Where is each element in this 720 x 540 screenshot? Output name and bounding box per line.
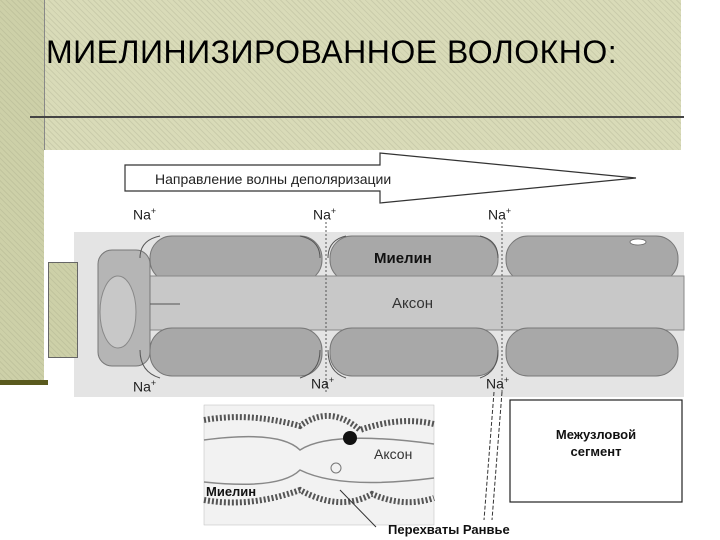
- ranvier-label: Перехваты Ранвье: [388, 522, 510, 537]
- axon-cross-section: [99, 275, 137, 349]
- micrograph-organelle: [330, 462, 342, 474]
- axon: [109, 275, 685, 331]
- myelin-sheath-bottom-2: [329, 327, 499, 377]
- sodium-ion-label-5: Na+: [311, 375, 335, 392]
- slide-left-band: [0, 0, 44, 385]
- internode-segment-box: [509, 399, 683, 503]
- sodium-ion-label-2: Na+: [313, 206, 337, 223]
- title-background: [44, 0, 681, 150]
- sodium-ion-label-1: Na+: [133, 206, 157, 223]
- myelin-detail: [629, 238, 647, 246]
- myelin-sheath-bottom-3: [505, 327, 679, 377]
- direction-label: Направление волны деполяризации: [155, 171, 391, 187]
- myelin-sheath-top-3: [505, 235, 679, 283]
- micrograph-myelin-bottom: [203, 486, 435, 506]
- micrograph-axon-edges: [203, 435, 435, 486]
- current-loop-4: [327, 349, 499, 379]
- current-loop-3: [139, 349, 321, 379]
- title-underline: [30, 116, 684, 118]
- depolarization-arrow: [124, 152, 637, 204]
- ranvier-pointer-left: [339, 489, 377, 528]
- sodium-ion-label-4: Na+: [133, 378, 157, 395]
- slide-title: МИЕЛИНИЗИРОВАННОЕ ВОЛОКНО:: [46, 34, 618, 70]
- internode-label-line2: сегмент: [571, 444, 622, 459]
- internode-label-line1: Межузловой: [556, 427, 636, 442]
- micrograph-axon-label: Аксон: [374, 446, 412, 462]
- micrograph-myelin-label: Миелин: [206, 484, 256, 499]
- micrograph-myelin-top: [203, 412, 435, 434]
- sodium-ion-label-3: Na+: [488, 206, 512, 223]
- axon-label: Аксон: [392, 295, 433, 312]
- micrograph-dark-spot: [343, 431, 357, 445]
- micrograph-frame: [203, 404, 435, 526]
- ranvier-pointer-right: [483, 391, 503, 521]
- myelin-label: Миелин: [374, 250, 432, 267]
- slide-left-accent: [0, 380, 48, 385]
- myelin-sheath-bottom-1: [149, 327, 323, 377]
- myelin-sheath-top-1: [149, 235, 323, 283]
- current-loop-2: [327, 235, 499, 259]
- current-loop-1: [139, 235, 321, 259]
- sodium-ion-label-6: Na+: [486, 375, 510, 392]
- slide-side-box: [48, 262, 78, 358]
